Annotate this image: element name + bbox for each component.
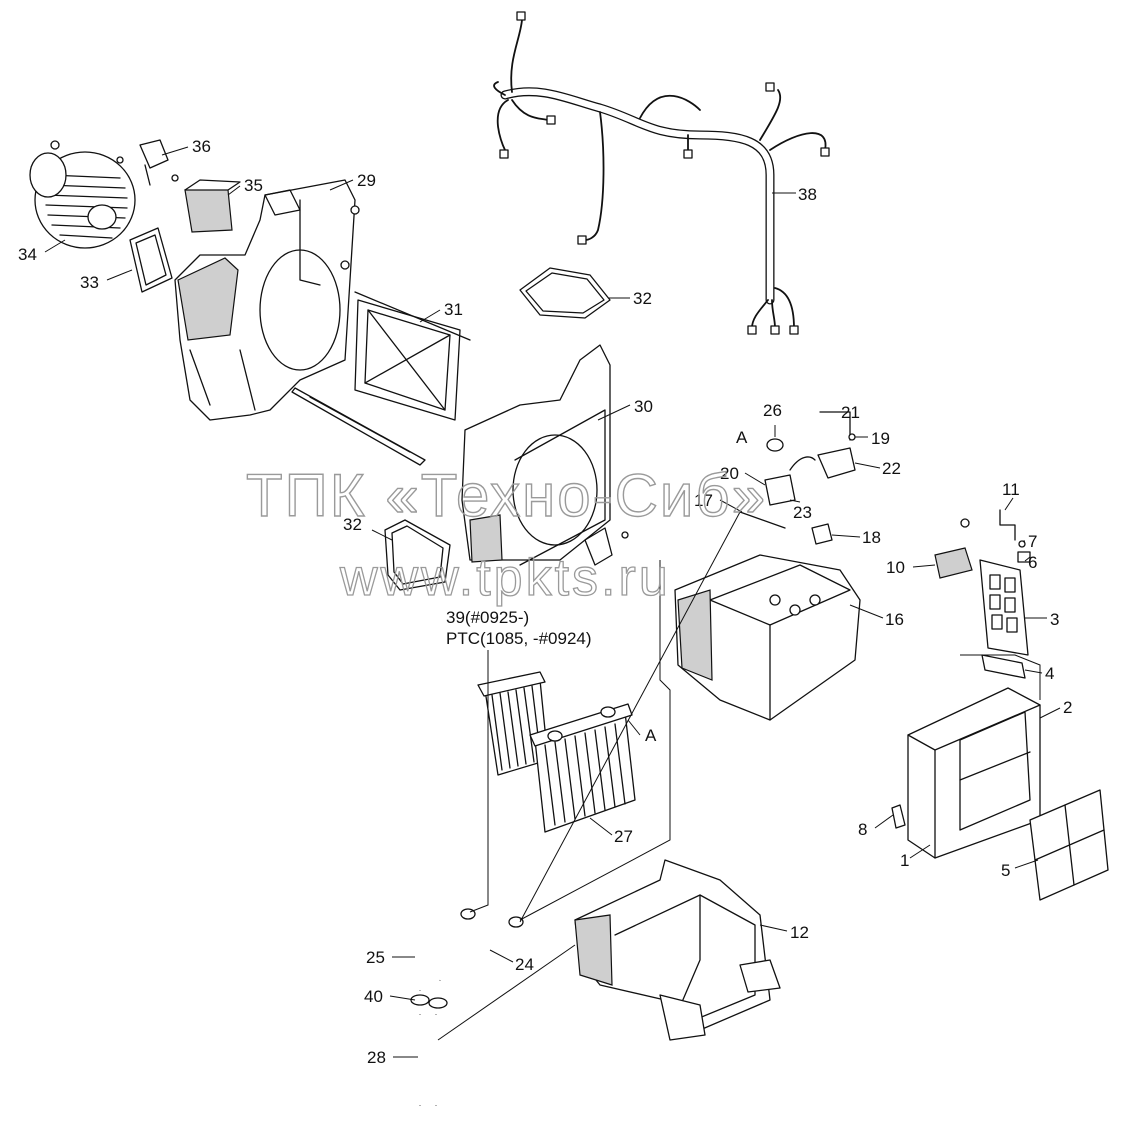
hoses [410, 908, 524, 1106]
gasket-32-lower [384, 519, 451, 591]
label-29: 29 [357, 171, 376, 190]
label-23: 23 [793, 503, 812, 522]
label-16: 16 [885, 610, 904, 629]
blower-motor [29, 140, 136, 249]
label-25: 25 [366, 948, 385, 967]
leader-lines [44, 146, 1061, 1058]
label-20: 20 [720, 464, 739, 483]
label-19: 19 [871, 429, 890, 448]
label-35: 35 [244, 176, 263, 195]
label-36: 36 [192, 137, 211, 156]
label-6: 6 [1028, 553, 1037, 572]
filter-frame [291, 291, 471, 466]
label-34: 34 [18, 245, 37, 264]
label-32-upper: 32 [633, 289, 652, 308]
actuator-35 [171, 174, 241, 233]
watermark-url: www.tpkts.ru [339, 549, 671, 607]
label-10: 10 [886, 558, 905, 577]
actuator-and-filter [934, 509, 1031, 679]
label-ref-a-upper: A [736, 428, 748, 447]
label-2: 2 [1063, 698, 1072, 717]
label-22: 22 [882, 459, 901, 478]
upper-case-16 [674, 554, 861, 721]
label-17: 17 [694, 491, 713, 510]
label-33: 33 [80, 273, 99, 292]
label-31: 31 [444, 300, 463, 319]
label-11: 11 [1002, 480, 1020, 499]
label-21: 21 [841, 403, 860, 422]
ptc-heater [477, 671, 549, 776]
gasket-33 [129, 227, 173, 293]
lower-filter [1029, 789, 1109, 901]
watermark: ТПК «Техно-Сиб» www.tpkts.ru [245, 461, 767, 607]
resistor-module [116, 139, 169, 186]
label-5: 5 [1001, 861, 1010, 880]
part-labels: 36 35 29 34 33 31 32 38 30 32 26 A 21 19… [18, 137, 1072, 1067]
label-18: 18 [862, 528, 881, 547]
label-39-line2: PTC(1085, -#0924) [446, 629, 592, 648]
label-38: 38 [798, 185, 817, 204]
heater-core [529, 703, 636, 833]
label-28: 28 [367, 1048, 386, 1067]
label-26: 26 [763, 401, 782, 420]
label-30: 30 [634, 397, 653, 416]
watermark-company: ТПК «Техно-Сиб» [246, 462, 767, 529]
label-32-lower: 32 [343, 515, 362, 534]
label-24: 24 [515, 955, 534, 974]
label-ref-a-lower: A [645, 726, 657, 745]
label-7: 7 [1028, 532, 1037, 551]
label-8: 8 [858, 820, 867, 839]
gasket-32-upper [519, 267, 611, 319]
label-12: 12 [790, 923, 809, 942]
label-4: 4 [1045, 664, 1054, 683]
label-3: 3 [1050, 610, 1059, 629]
label-39-line1: 39(#0925-) [446, 608, 529, 627]
lower-case [907, 687, 1041, 859]
label-40: 40 [364, 987, 383, 1006]
clip-8 [891, 804, 906, 829]
small-parts-cluster [739, 411, 856, 545]
blower-housing [174, 179, 360, 421]
label-1: 1 [900, 851, 909, 870]
case-30 [461, 344, 629, 566]
wire-harness [493, 11, 830, 335]
bottom-duct [574, 859, 781, 1041]
label-27: 27 [614, 827, 633, 846]
